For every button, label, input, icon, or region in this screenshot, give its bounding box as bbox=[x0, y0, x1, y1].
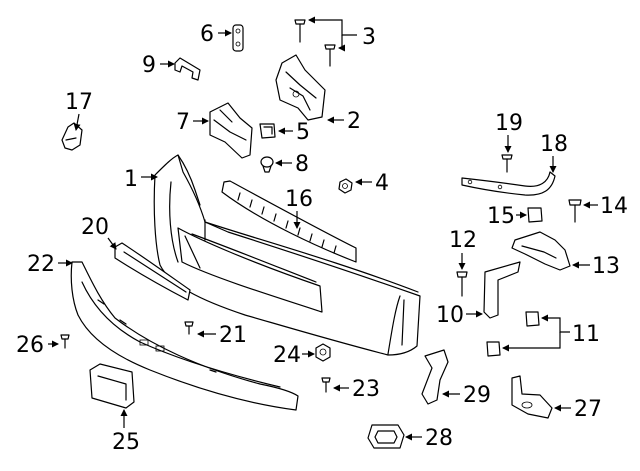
part-28-bezel bbox=[367, 424, 405, 449]
part-1-bumper-cover bbox=[153, 154, 421, 356]
part-12-screw bbox=[456, 271, 468, 297]
callout-23: 23 bbox=[352, 377, 380, 402]
part-25-license-bracket bbox=[89, 363, 135, 409]
part-17-bracket bbox=[61, 122, 83, 151]
part-27-tow-bracket bbox=[511, 375, 553, 419]
part-23-screw bbox=[321, 377, 331, 393]
callout-27: 27 bbox=[574, 397, 602, 422]
part-22-lower-valance bbox=[70, 261, 299, 411]
part-13-bracket bbox=[511, 231, 571, 271]
part-19-screw bbox=[501, 154, 513, 173]
callout-5: 5 bbox=[296, 120, 310, 145]
part-24-nut bbox=[315, 343, 331, 362]
callout-21: 21 bbox=[219, 323, 247, 348]
part-5-clip bbox=[259, 123, 276, 139]
callout-15: 15 bbox=[487, 204, 515, 229]
part-26-pin bbox=[60, 334, 70, 349]
callout-1: 1 bbox=[124, 167, 138, 192]
callout-3: 3 bbox=[362, 25, 376, 50]
callout-9: 9 bbox=[142, 53, 156, 78]
callout-25: 25 bbox=[112, 430, 140, 455]
callout-17: 17 bbox=[65, 90, 93, 115]
part-16-strip bbox=[221, 180, 357, 263]
part-7-bracket bbox=[209, 102, 253, 159]
part-29-deflector bbox=[421, 349, 449, 405]
part-18-support-bar bbox=[461, 171, 556, 196]
callout-20: 20 bbox=[81, 215, 109, 240]
part-20-reinforcement bbox=[114, 242, 191, 301]
callout-18: 18 bbox=[540, 132, 568, 157]
part-3-screws bbox=[294, 19, 336, 67]
part-2-bracket bbox=[275, 54, 326, 121]
callout-7: 7 bbox=[176, 110, 190, 135]
part-21-pin bbox=[184, 321, 194, 335]
callout-11: 11 bbox=[572, 322, 600, 347]
callout-10: 10 bbox=[436, 303, 464, 328]
callout-22: 22 bbox=[27, 252, 55, 277]
callout-28: 28 bbox=[425, 426, 453, 451]
callout-labels: 1 2 3 4 5 6 7 8 9 10 11 12 13 14 15 16 1… bbox=[16, 22, 628, 455]
callout-24: 24 bbox=[273, 343, 301, 368]
callout-26: 26 bbox=[16, 333, 44, 358]
callout-14: 14 bbox=[600, 194, 628, 219]
leader-lines bbox=[48, 16, 598, 441]
callout-13: 13 bbox=[592, 254, 620, 279]
callout-4: 4 bbox=[375, 171, 389, 196]
callout-29: 29 bbox=[463, 383, 491, 408]
part-11-clips bbox=[486, 311, 540, 357]
callout-8: 8 bbox=[295, 152, 309, 177]
callout-19: 19 bbox=[495, 111, 523, 136]
callout-16: 16 bbox=[285, 187, 313, 212]
part-8-push-pin bbox=[260, 156, 274, 173]
callout-2: 2 bbox=[347, 109, 361, 134]
part-4-nut bbox=[338, 178, 353, 194]
part-15-clip bbox=[527, 207, 543, 223]
part-14-screw bbox=[568, 199, 582, 223]
part-6-plate bbox=[232, 24, 244, 52]
callout-6: 6 bbox=[200, 22, 214, 47]
part-9-clip bbox=[174, 57, 201, 81]
callout-12: 12 bbox=[449, 228, 477, 253]
part-10-bracket bbox=[483, 261, 521, 319]
